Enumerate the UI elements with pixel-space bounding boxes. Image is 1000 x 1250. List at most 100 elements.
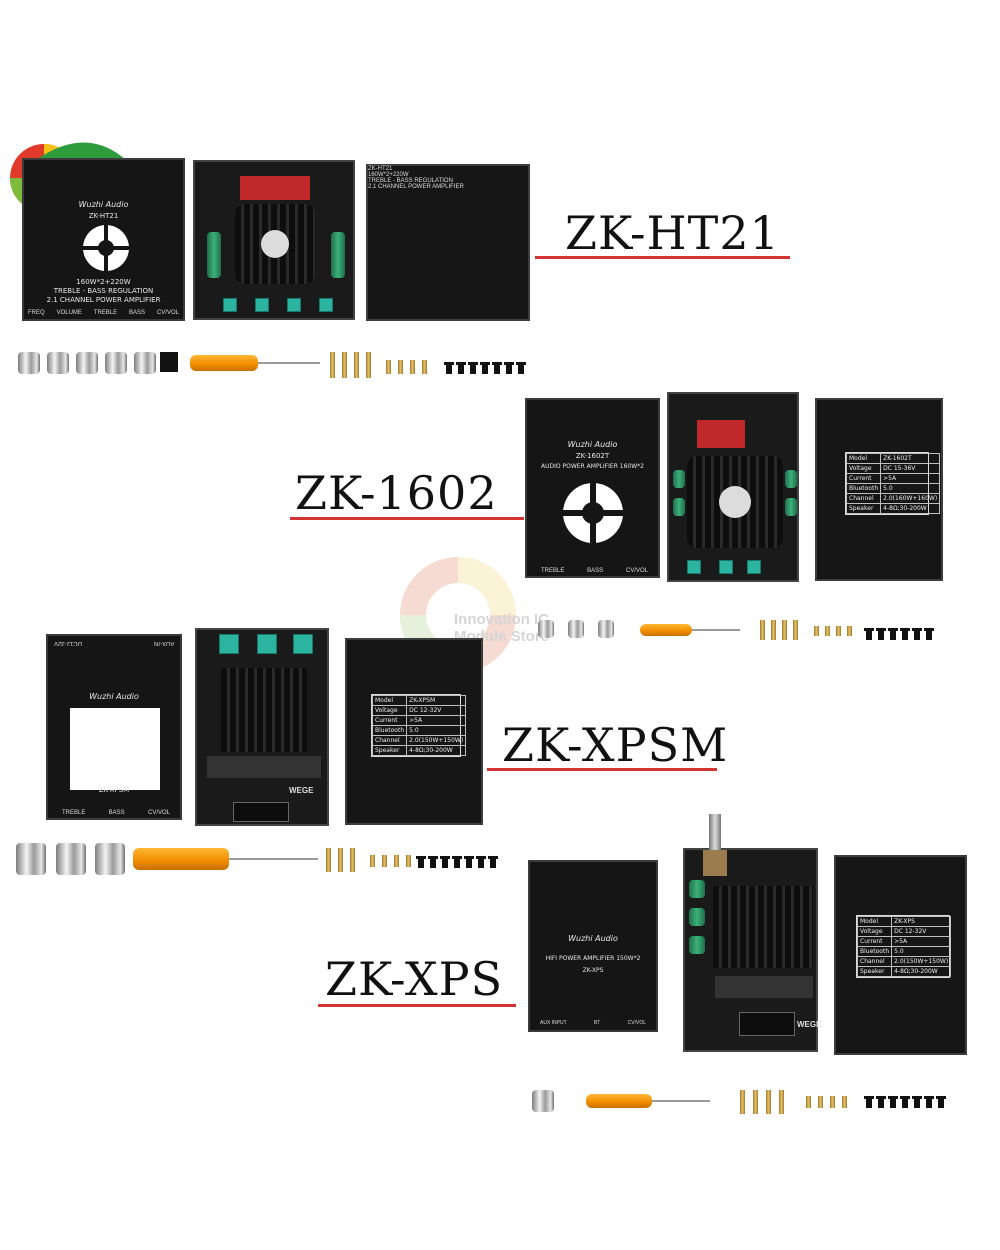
watermark-line1: Innovation IC (454, 611, 549, 628)
ht21-cover-model: ZK-HT21 (368, 166, 393, 172)
standoff (771, 620, 776, 640)
screw (444, 362, 454, 374)
short-standoff (806, 1096, 811, 1108)
xps-title-underline (318, 1004, 516, 1007)
zk1602-fan-icon (719, 486, 751, 518)
xpsm-panel-brand: Wuzhi Audio (89, 692, 139, 701)
screwdriver-icon (640, 624, 740, 636)
zk1602-front-panel: Wuzhi Audio ZK-1602T AUDIO POWER AMPLIFI… (525, 398, 660, 578)
xps-volume-shaft (709, 814, 721, 850)
xpsm-title: ZK-XPSM (502, 718, 729, 772)
screw (936, 1096, 946, 1108)
screw (924, 1096, 934, 1108)
short-standoff (842, 1096, 847, 1108)
short-standoff (382, 855, 387, 867)
xps-panel-model: ZK-XPS (582, 967, 604, 974)
ht21-cover-line2: 2.1 CHANNEL POWER AMPLIFIER (368, 184, 464, 190)
standoff (793, 620, 798, 640)
standoff (354, 352, 359, 378)
xpsm-panel-top-right: AUX-IN (153, 640, 174, 646)
screw (864, 628, 874, 640)
xpsm-inductors (207, 756, 321, 778)
ht21-back-cover: ZK-HT21 160W*2+220W TREBLE - BASS REGULA… (366, 164, 530, 321)
zk1602-title: ZK-1602 (295, 466, 498, 520)
screw (876, 628, 886, 640)
knob-cap (568, 620, 584, 638)
knob-cap (95, 843, 125, 875)
standoff (342, 352, 347, 378)
screw (888, 1096, 898, 1108)
screwdriver-icon (133, 848, 318, 870)
zk1602-panel-model: ZK-1602T (575, 452, 610, 460)
knob-cap (56, 843, 86, 875)
zk1602-circuit-board (667, 392, 799, 582)
ht21-panel-labels: FREQ VOLUME TREBLE BASS CV/VOL (28, 310, 179, 316)
zk1602-panel-labels: TREBLE BASS CV/VOL (541, 568, 648, 574)
short-standoff (406, 855, 411, 867)
screw (864, 1096, 874, 1108)
xps-title: ZK-XPS (325, 952, 504, 1006)
short-standoff (836, 626, 841, 636)
standoff (782, 620, 787, 640)
zk1602-pot (719, 560, 733, 574)
zk1602-inductors (697, 420, 745, 448)
xpsm-title-underline (487, 768, 717, 771)
ht21-pot (223, 298, 237, 312)
ht21-panel-line1: TREBLE - BASS REGULATION (53, 287, 154, 295)
ht21-title: ZK-HT21 (565, 206, 780, 260)
ht21-title-underline (535, 256, 790, 259)
xps-capacitor (689, 908, 705, 926)
screw (476, 856, 486, 868)
xps-terminal-block (739, 1012, 795, 1036)
standoff (766, 1090, 771, 1114)
xpsm-panel-labels: TREBLE BASS CV/VOL (62, 810, 170, 816)
zk1602-capacitor (673, 498, 685, 516)
xps-front-panel: Wuzhi Audio HIFI POWER AMPLIFIER 150W*2 … (528, 860, 658, 1032)
ht21-panel-power: 160W*2+220W (76, 278, 131, 286)
standoff (760, 620, 765, 640)
xps-board-brand: WEGE (797, 1020, 822, 1029)
ht21-panel-brand: Wuzhi Audio (78, 200, 129, 209)
ht21-panel-line2: 2.1 CHANNEL POWER AMPLIFIER (46, 296, 161, 304)
screwdriver-icon (586, 1094, 710, 1108)
screw (468, 362, 478, 374)
ht21-panel-model: ZK-HT21 (88, 212, 119, 220)
screw (456, 362, 466, 374)
knob-cap (532, 1090, 554, 1112)
zk1602-capacitor (785, 470, 797, 488)
xpsm-pot (293, 634, 313, 654)
screw (440, 856, 450, 868)
knob-cap (598, 620, 614, 638)
standoff (326, 848, 331, 872)
knob-cap (76, 352, 98, 374)
xps-panel-labels: AUX INPUT BT CV/VOL (540, 1020, 646, 1026)
standoff (350, 848, 355, 872)
xpsm-pot (257, 634, 277, 654)
ht21-capacitor (207, 232, 221, 278)
screw (464, 856, 474, 868)
ht21-front-panel: Wuzhi Audio ZK-HT21 160W*2+220W TREBLE -… (22, 158, 185, 321)
knob-cap (16, 843, 46, 875)
xpsm-panel-model: ZK-XPSM (98, 786, 130, 794)
knob-cap (105, 352, 127, 374)
ht21-fan-icon (261, 230, 289, 258)
xpsm-panel-window (70, 708, 160, 790)
screw (492, 362, 502, 374)
xpsm-pot (219, 634, 239, 654)
short-standoff (398, 360, 403, 374)
screw (488, 856, 498, 868)
ht21-pot (255, 298, 269, 312)
xps-inductors (715, 976, 813, 998)
zk1602-title-underline (290, 517, 524, 520)
zk1602-capacitor (785, 498, 797, 516)
xps-panel-brand: Wuzhi Audio (568, 934, 618, 943)
xps-circuit-board: WEGE (683, 814, 822, 1052)
ht21-pot (287, 298, 301, 312)
xps-capacitor (689, 880, 705, 898)
xps-volume-pot (703, 850, 727, 876)
screwdriver-icon (190, 355, 320, 371)
xpsm-heatsink (221, 668, 307, 752)
